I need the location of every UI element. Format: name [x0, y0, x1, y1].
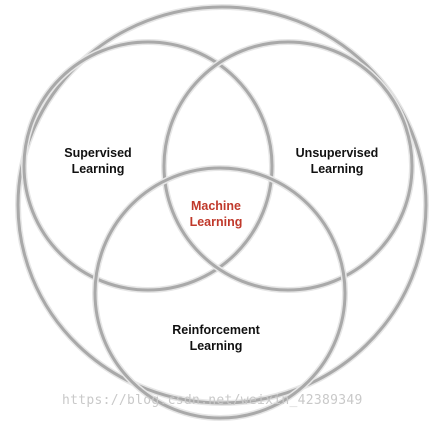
reinforcement-circle — [93, 166, 347, 420]
watermark-url: https://blog.csdn.net/weixin_42389349 — [62, 393, 363, 408]
unsupervised-learning-label: Unsupervised Learning — [295, 146, 379, 176]
supervised-learning-label: Supervised Learning — [64, 146, 132, 176]
supervised-circle — [22, 40, 274, 292]
unsupervised-circle — [162, 40, 414, 292]
outer-circle — [16, 5, 428, 405]
machine-learning-label: Machine Learning — [189, 199, 243, 229]
reinforcement-learning-label: Reinforcement Learning — [172, 323, 260, 353]
